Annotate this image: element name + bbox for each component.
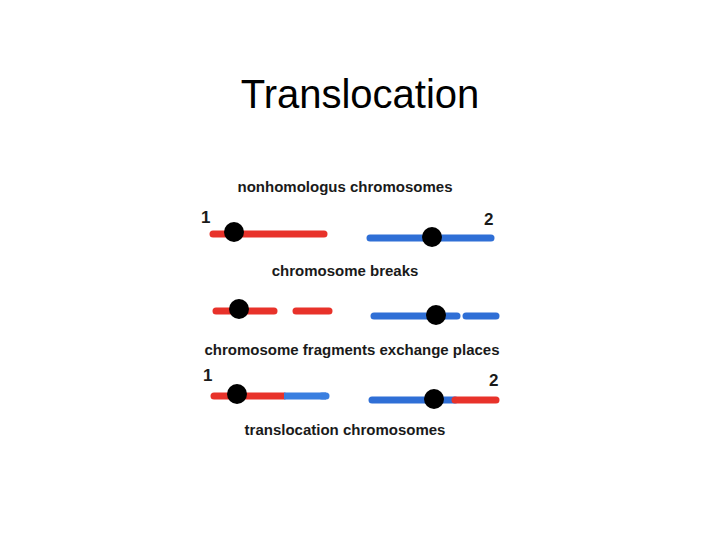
centromere [422, 227, 442, 247]
stage-label: chromosome breaks [272, 263, 419, 278]
blue-fragment [466, 313, 496, 320]
stage-label: nonhomologus chromosomes [237, 179, 452, 194]
stage-label: chromosome fragments exchange places [204, 342, 499, 357]
centromere [424, 389, 444, 409]
chromosome-number: 1 [201, 209, 210, 226]
red-fragment [296, 308, 329, 315]
centromere [229, 299, 249, 319]
centromere [227, 384, 247, 404]
red-segment [214, 393, 284, 400]
chromosome-number: 2 [489, 372, 498, 389]
chromosome-number: 1 [203, 367, 212, 384]
centromere [224, 222, 244, 242]
diagram-title: Translocation [241, 74, 480, 114]
stage-label: translocation chromosomes [245, 422, 446, 437]
blue-segment [284, 393, 326, 400]
red-segment [455, 397, 496, 404]
centromere [426, 305, 446, 325]
chromosome-number: 2 [484, 211, 493, 228]
blue-segment-end [322, 393, 326, 400]
